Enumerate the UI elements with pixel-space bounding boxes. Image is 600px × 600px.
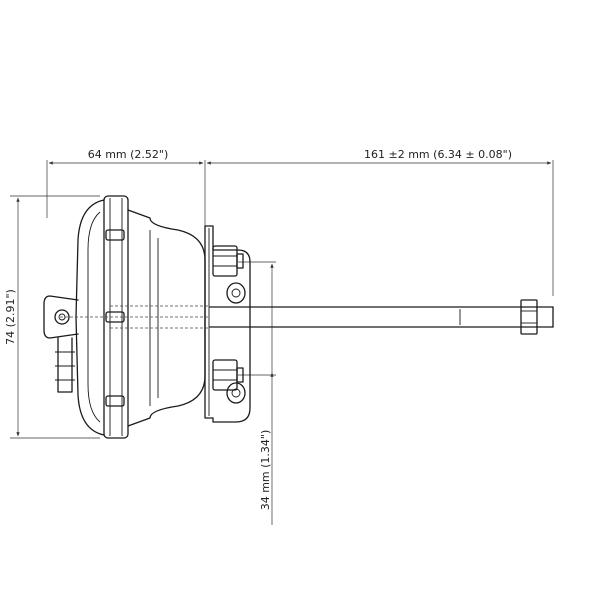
dimension-height-label: 74 (2.91") <box>4 289 17 345</box>
bracket-hole-bottom <box>226 382 246 404</box>
hose-nipple <box>55 337 75 393</box>
vacuum-port <box>43 295 79 339</box>
dimension-body-width-label: 64 mm (2.52") <box>88 148 169 161</box>
mounting-nut-top <box>212 245 244 277</box>
dimension-rod-length-label: 161 ±2 mm (6.34 ± 0.08") <box>364 148 512 161</box>
mounting-nut-bottom <box>212 359 244 391</box>
dimension-bolt-spacing-label: 34 mm (1.34") <box>259 430 272 511</box>
rod-nut <box>520 299 538 335</box>
dimension-rod-length: 161 ±2 mm (6.34 ± 0.08") <box>206 148 554 296</box>
dimension-bolt-spacing: 34 mm (1.34") <box>238 261 276 525</box>
actuator-rod <box>209 299 554 335</box>
bracket-hole-top <box>226 282 246 304</box>
dimension-height: 74 (2.91") <box>4 195 100 439</box>
diaphragm-housing <box>60 195 210 439</box>
dimension-body-width: 64 mm (2.52") <box>46 148 206 228</box>
mounting-bracket <box>204 225 251 423</box>
